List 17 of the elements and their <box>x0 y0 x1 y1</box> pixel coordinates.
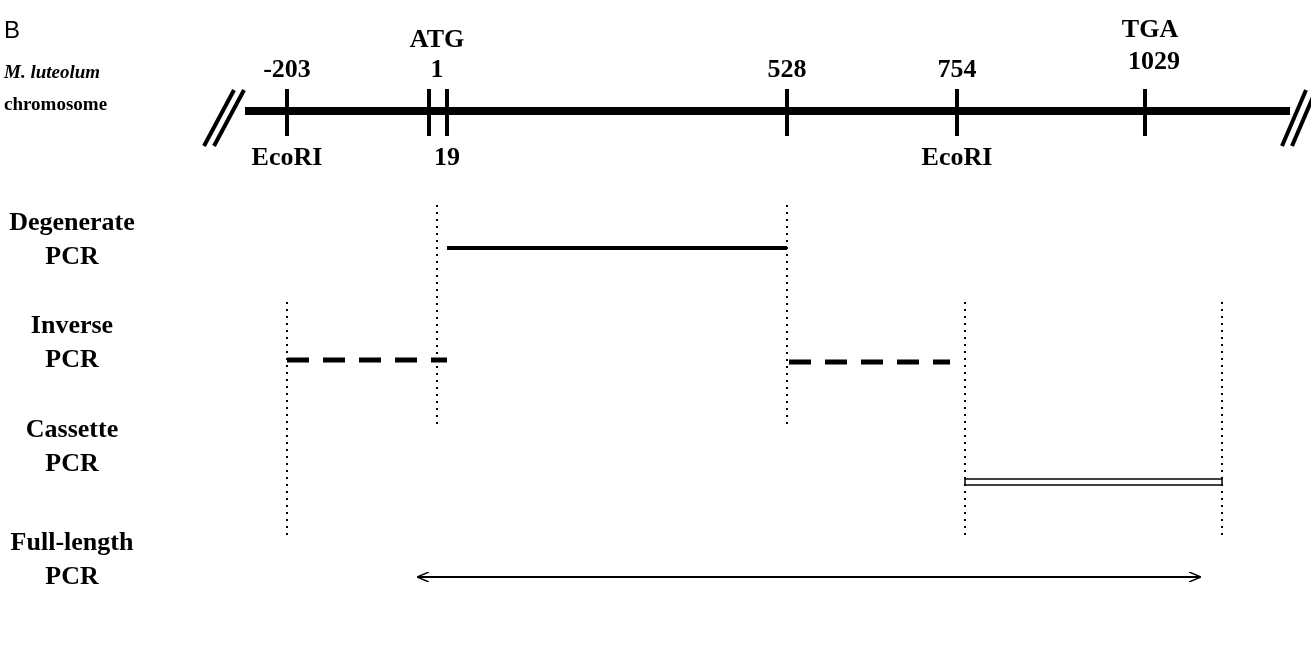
restriction-site-label: EcoRI <box>920 141 994 173</box>
codon-label: ATG <box>408 23 466 55</box>
position-label: 754 <box>936 53 978 85</box>
position-label: 1 <box>429 53 445 85</box>
row-label: Cassette PCR <box>24 413 120 479</box>
position-label: 1029 <box>1127 45 1181 77</box>
position-label: 528 <box>766 53 808 85</box>
panel-letter: B <box>4 15 21 45</box>
row-label: Inverse PCR <box>29 309 115 375</box>
organism-label: M. luteolum <box>4 60 102 84</box>
position-label: -203 <box>262 53 312 85</box>
row-label: Full-length PCR <box>9 526 135 592</box>
organism-label: chromosome <box>4 92 109 116</box>
row-label: Degenerate PCR <box>8 206 136 272</box>
codon-label: TGA <box>1120 13 1180 45</box>
position-label: 19 <box>433 141 461 173</box>
restriction-site-label: EcoRI <box>250 141 324 173</box>
